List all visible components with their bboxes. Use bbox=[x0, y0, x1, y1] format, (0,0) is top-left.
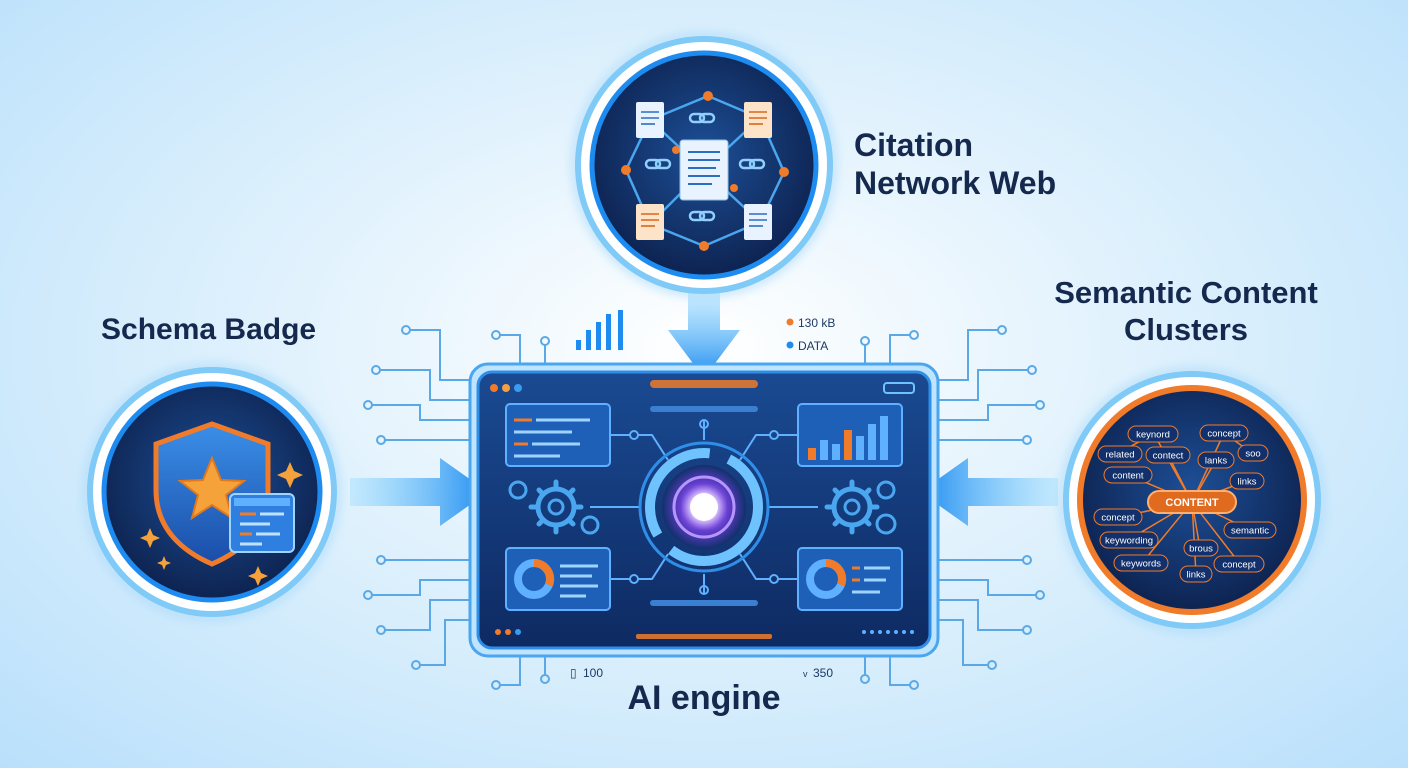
svg-text:soo: soo bbox=[1245, 449, 1260, 460]
keyword-pill: concept bbox=[1199, 424, 1249, 442]
gear-icon bbox=[875, 480, 897, 535]
svg-text:lanks: lanks bbox=[1205, 456, 1227, 467]
svg-text:keywords: keywords bbox=[1121, 559, 1161, 570]
bottom-right-indicator: v bbox=[803, 669, 808, 679]
keyword-pill: keywording bbox=[1099, 531, 1159, 549]
document-icon bbox=[744, 204, 772, 240]
arrow-icon bbox=[920, 458, 1058, 526]
citation-label-line2: Network Web bbox=[854, 165, 1057, 202]
document-icon bbox=[679, 139, 729, 201]
citation-label: Citation Network Web bbox=[854, 126, 1056, 203]
svg-text:concept: concept bbox=[1101, 513, 1135, 524]
arrow-icon bbox=[350, 458, 488, 526]
gear-icon bbox=[824, 479, 880, 535]
citation-node bbox=[575, 36, 833, 294]
size-stat: 130 kB bbox=[798, 316, 835, 330]
size-indicator-dot bbox=[786, 318, 794, 326]
document-icon bbox=[636, 102, 664, 138]
keyword-pill: semantic bbox=[1223, 521, 1277, 539]
schema-node bbox=[87, 367, 337, 617]
svg-text:links: links bbox=[1237, 477, 1256, 488]
svg-text:links: links bbox=[1186, 570, 1205, 581]
svg-text:content: content bbox=[1112, 471, 1144, 482]
data-stat: DATA bbox=[798, 339, 828, 353]
data-indicator-dot bbox=[786, 341, 794, 349]
svg-text:concept: concept bbox=[1207, 429, 1241, 440]
document-icon bbox=[744, 102, 772, 138]
sparkle-icon bbox=[140, 462, 303, 586]
keyword-pill: keywords bbox=[1113, 554, 1169, 572]
keyword-pill: related bbox=[1097, 445, 1143, 463]
keyword-pill: keynord bbox=[1127, 425, 1179, 443]
svg-text:semantic: semantic bbox=[1231, 526, 1269, 537]
svg-text:related: related bbox=[1105, 450, 1134, 461]
svg-text:concept: concept bbox=[1222, 560, 1256, 571]
donut-chart-icon bbox=[797, 547, 903, 611]
keyword-cluster: CONTENT keynord concept related contect … bbox=[1093, 424, 1277, 583]
code-window-icon bbox=[229, 493, 295, 553]
bar-chart-icon bbox=[797, 403, 903, 467]
svg-text:brous: brous bbox=[1189, 544, 1213, 555]
ai-core-icon bbox=[638, 441, 770, 573]
schema-label: Schema Badge bbox=[101, 313, 317, 346]
network-nodes bbox=[621, 91, 789, 251]
semantic-label-line2: Clusters bbox=[1123, 312, 1249, 348]
keyword-pill: links bbox=[1229, 472, 1265, 490]
keyword-pill: concept bbox=[1213, 555, 1265, 573]
keyword-pill: lanks bbox=[1197, 451, 1235, 469]
keyword-pill: links bbox=[1179, 565, 1213, 583]
chain-link-icon bbox=[644, 112, 766, 222]
gear-icon bbox=[528, 479, 584, 535]
keyword-pill: contect bbox=[1145, 446, 1191, 464]
engine-label: AI engine bbox=[627, 679, 781, 717]
keyword-pill: brous bbox=[1183, 539, 1219, 557]
semantic-label: Semantic Content Clusters bbox=[1036, 274, 1336, 348]
keyword-pill: soo bbox=[1237, 444, 1269, 462]
right-count-stat: 350 bbox=[813, 666, 833, 680]
keyword-pill: content bbox=[1103, 466, 1153, 484]
svg-text:CONTENT: CONTENT bbox=[1165, 497, 1218, 509]
svg-text:keywording: keywording bbox=[1105, 536, 1153, 547]
circuit-traces bbox=[363, 325, 1045, 690]
bottom-left-indicator: ▯ bbox=[570, 666, 577, 680]
gear-icon bbox=[508, 480, 600, 535]
citation-label-line1: Citation bbox=[854, 127, 974, 163]
svg-text:contect: contect bbox=[1153, 451, 1184, 462]
svg-text:keynord: keynord bbox=[1136, 430, 1170, 441]
arrow-icon bbox=[668, 285, 740, 378]
star-icon bbox=[177, 455, 247, 521]
bar-chart-icon bbox=[576, 310, 623, 350]
left-count-stat: 100 bbox=[583, 666, 603, 680]
keyword-pill: concept bbox=[1093, 508, 1143, 526]
ai-engine-panel bbox=[468, 362, 940, 658]
document-icon bbox=[636, 204, 664, 240]
semantic-label-line1: Semantic Content bbox=[1054, 275, 1318, 310]
cluster-center: CONTENT bbox=[1147, 490, 1237, 514]
donut-chart-icon bbox=[505, 547, 611, 611]
